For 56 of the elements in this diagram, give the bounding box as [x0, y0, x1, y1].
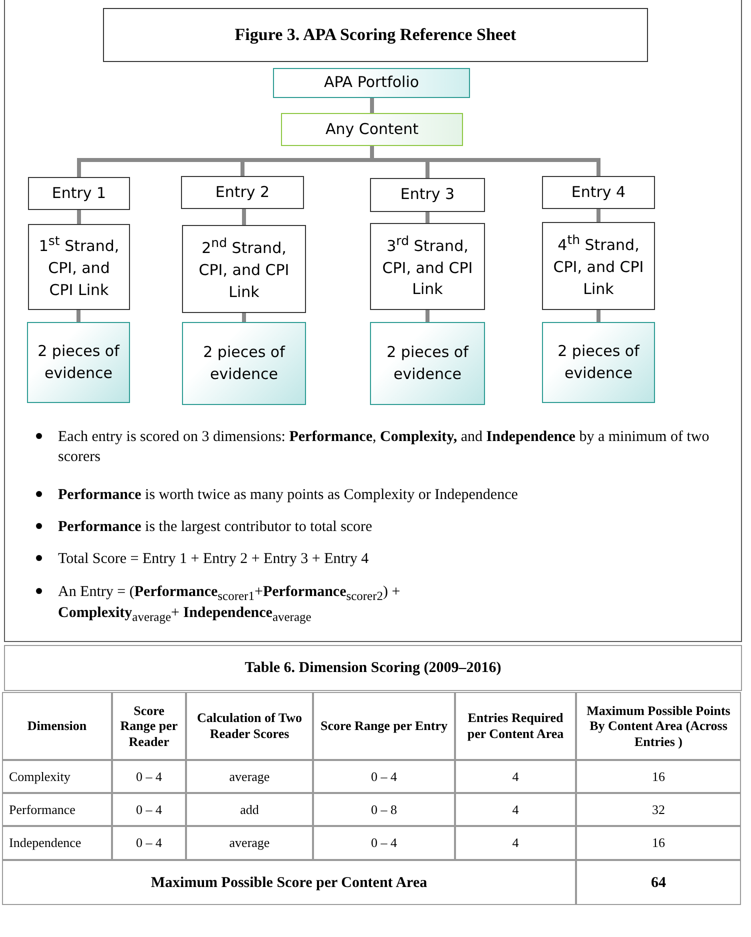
content-box: Any Content — [281, 113, 463, 146]
connector-line — [242, 313, 246, 322]
bullet-text: An Entry = (Performance$_{scorer1}$+Performance$_{scorer2}$) + Complexity$_{average}$+ Independence$_{average}$ — [58, 583, 402, 626]
table-value: 32 — [576, 793, 741, 826]
evidence-box: 2 pieces of evidence — [370, 322, 485, 405]
row-header: Complexity — [2, 760, 112, 793]
row-header: Independence — [2, 826, 112, 860]
entry-box: Entry 2 — [181, 176, 304, 209]
strand-box: 2$^{nd}$ Strand, CPI, and CPI Link — [182, 225, 306, 313]
column-header: Score Range per Reader — [112, 692, 186, 760]
connector-line — [426, 310, 430, 322]
table-value: 16 — [576, 826, 741, 860]
row-header: Performance — [2, 793, 112, 826]
connector-line — [76, 310, 80, 322]
table-value: 4 — [455, 826, 576, 860]
table-value: 4 — [455, 793, 576, 826]
bullet-text: Each entry is scored on 3 dimensions: Performance, Complexity, and Independence by a minimum of two scorers — [58, 428, 710, 466]
entry-box: Entry 4 — [542, 176, 655, 209]
table-value: add — [186, 793, 313, 826]
figure-title: Figure 3. APA Scoring Reference Sheet — [103, 8, 648, 62]
column-header: Maximum Possible Points By Content Area (Across Entries ) — [576, 692, 741, 760]
table-value: 4 — [455, 760, 576, 793]
strand-box: 3$^{rd}$ Strand, CPI, and CPI Link — [370, 223, 485, 310]
bullet-text: Total Score = Entry 1 + Entry 2 + Entry 3 + Entry 4 — [58, 550, 370, 569]
table-value: 0 – 4 — [112, 826, 186, 860]
evidence-box: 2 pieces of evidence — [182, 322, 306, 405]
column-header: Dimension — [2, 692, 112, 760]
connector-line — [426, 212, 430, 223]
table-value: 0 – 4 — [112, 793, 186, 826]
strand-box: 1$^{st}$ Strand, CPI, and CPI Link — [28, 224, 130, 310]
column-header: Score Range per Entry — [313, 692, 455, 760]
table-value: 0 – 4 — [313, 826, 455, 860]
column-header: Calculation of Two Reader Scores — [186, 692, 313, 760]
column-header: Entries Required per Content Area — [455, 692, 576, 760]
table-value: 0 – 4 — [313, 760, 455, 793]
table-title: Table 6. Dimension Scoring (2009–2016) — [4, 645, 742, 691]
entry-box: Entry 3 — [370, 178, 485, 212]
connector-line — [77, 210, 81, 224]
evidence-box: 2 pieces of evidence — [542, 322, 655, 403]
bullet-text: Performance is worth twice as many points as Complexity or Independence — [58, 486, 519, 505]
strand-box: 4$^{th}$ Strand, CPI, and CPI Link — [542, 222, 655, 310]
connector-line — [242, 209, 246, 225]
connector-line — [596, 209, 600, 222]
table-value: 0 – 4 — [112, 760, 186, 793]
table-value: average — [186, 760, 313, 793]
connector-line — [370, 98, 374, 113]
table-value: 0 – 8 — [313, 793, 455, 826]
connector-line — [596, 310, 600, 322]
table-value: average — [186, 826, 313, 860]
entry-box: Entry 1 — [28, 177, 130, 210]
total-label: Maximum Possible Score per Content Area — [2, 860, 576, 905]
bullet-text: Performance is the largest contributor to total score — [58, 518, 374, 537]
table-value: 16 — [576, 760, 741, 793]
evidence-box: 2 pieces of evidence — [27, 322, 130, 403]
total-value: 64 — [576, 860, 741, 905]
portfolio-box: APA Portfolio — [273, 68, 470, 98]
